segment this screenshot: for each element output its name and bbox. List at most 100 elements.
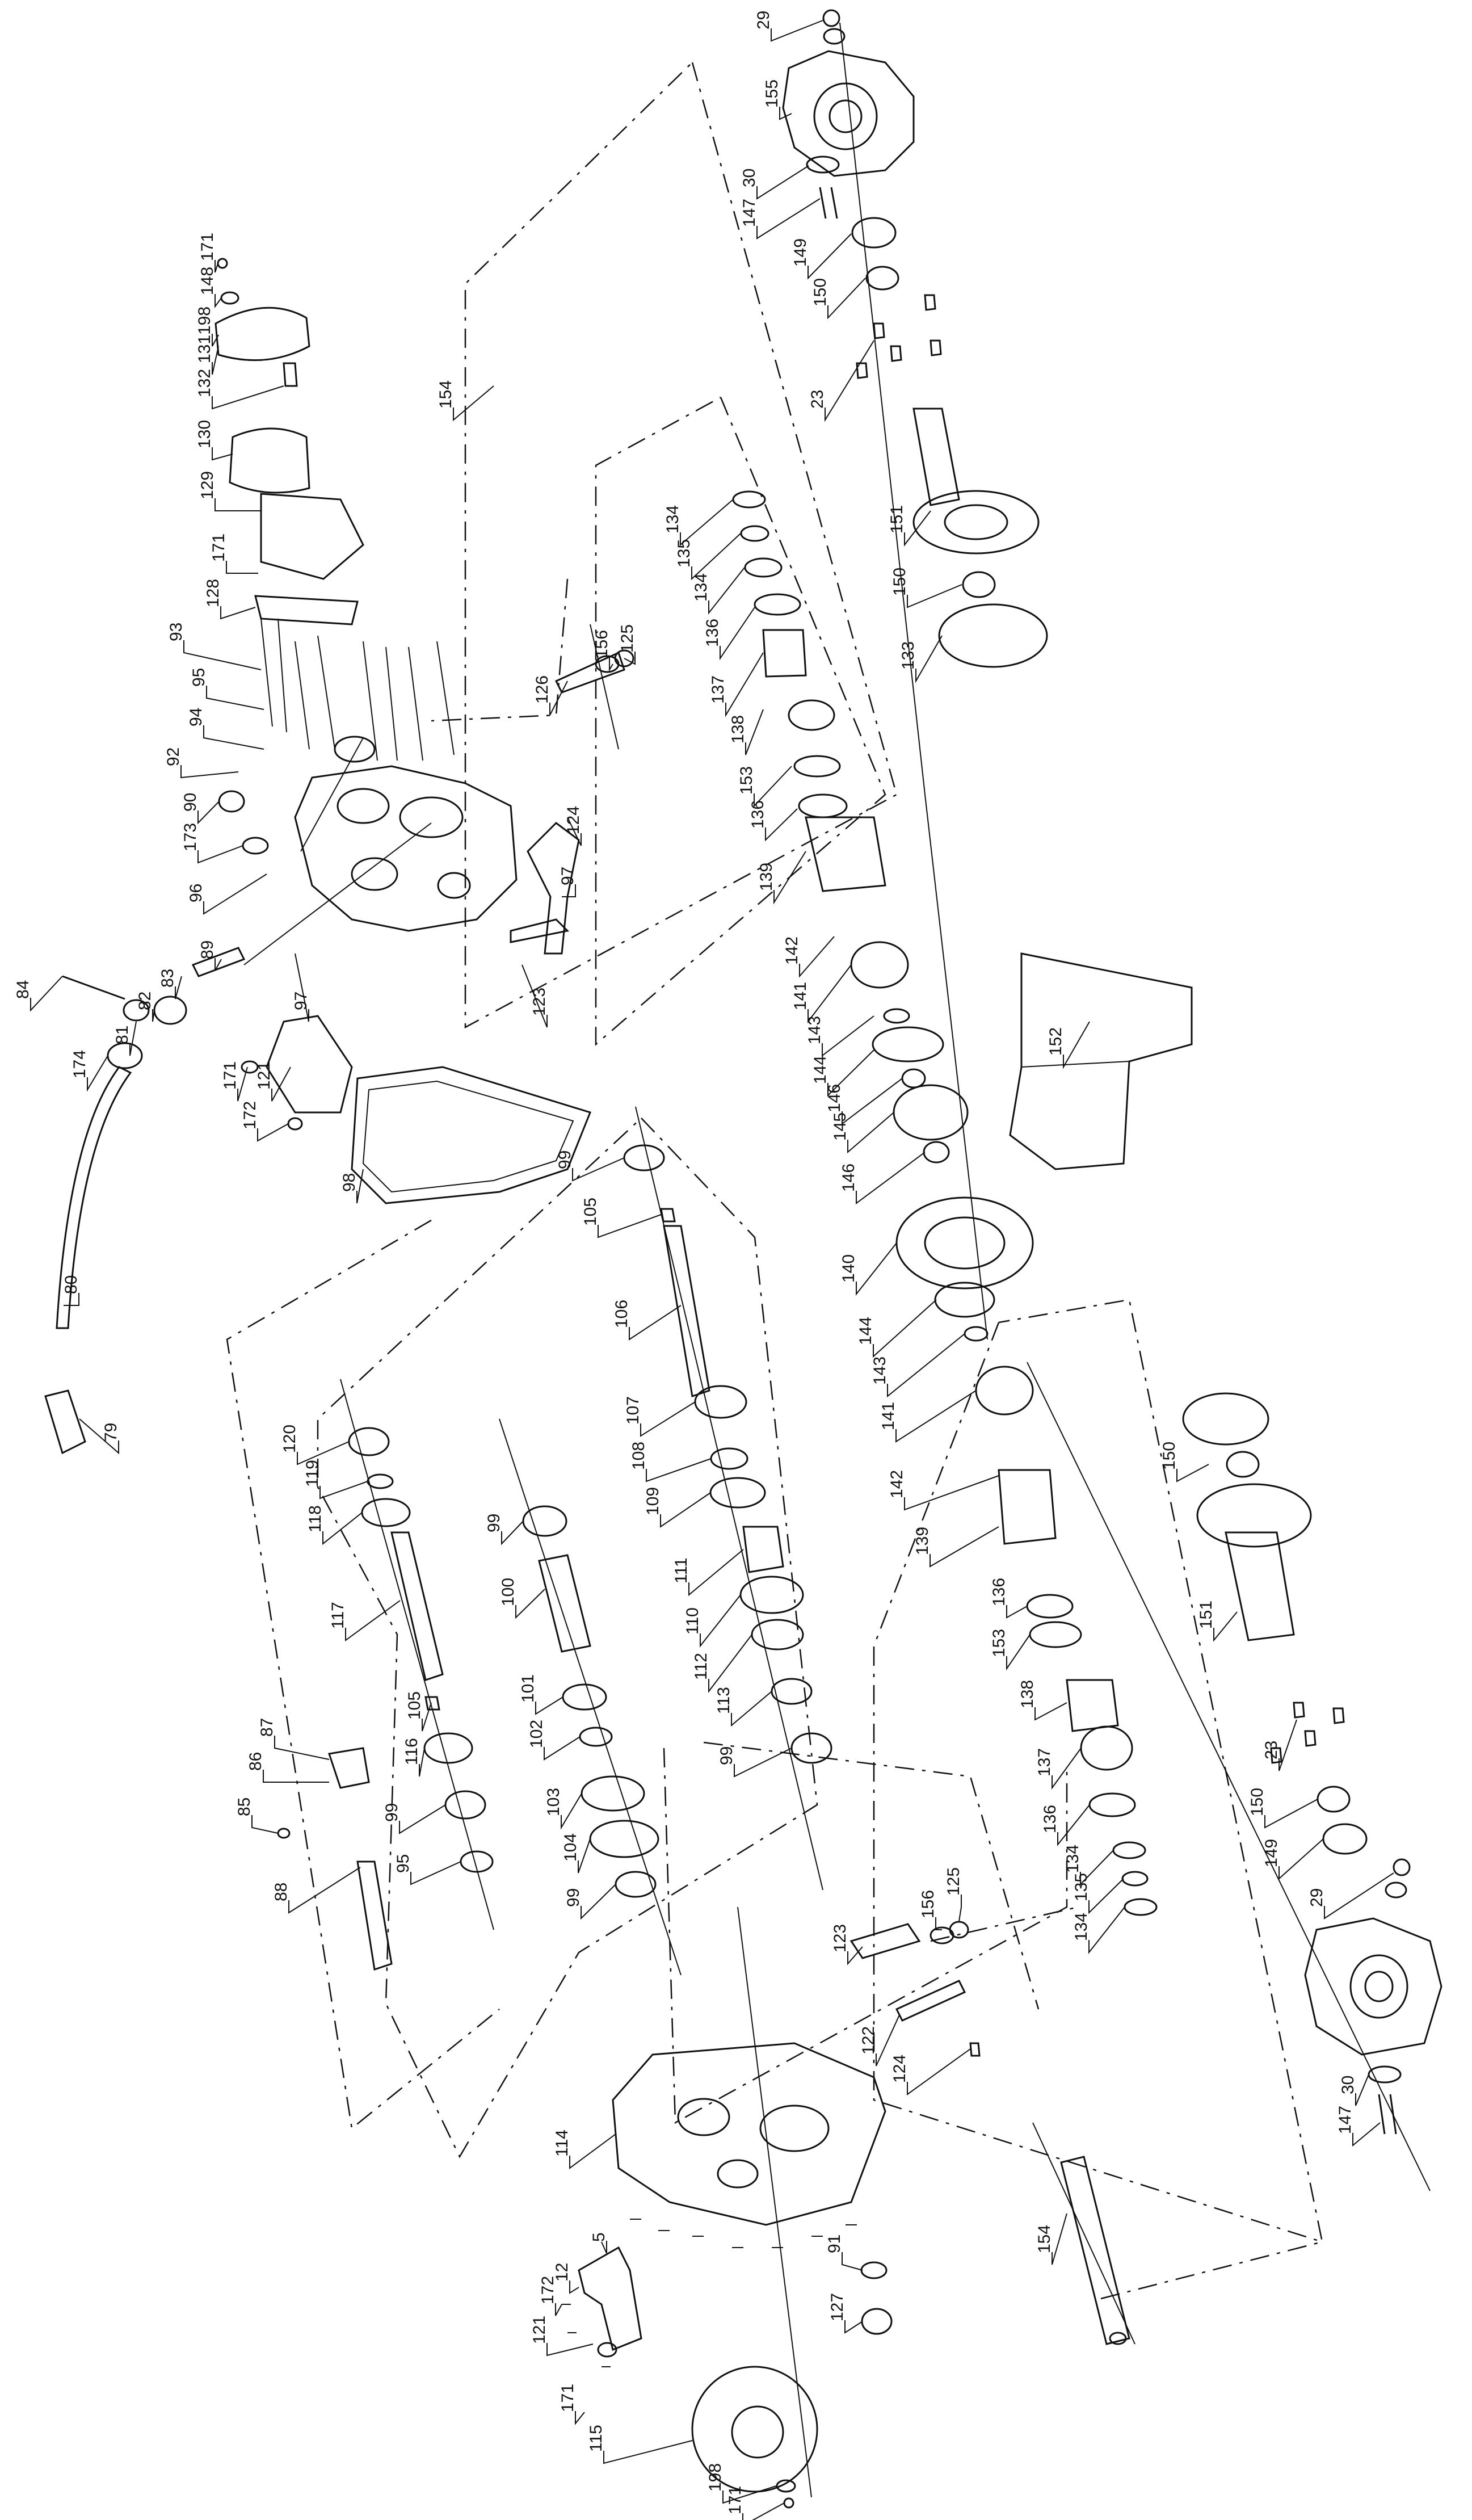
leader-line: [562, 884, 576, 897]
part-number-label: 150: [890, 568, 909, 596]
part-number-label: 92: [164, 747, 183, 766]
part-number-label: 151: [888, 505, 906, 534]
leader-line: [212, 334, 219, 347]
part-number-label: 29: [754, 11, 773, 30]
part-number-label: 171: [221, 1061, 239, 1090]
part-number-label: 140: [839, 1254, 858, 1283]
gasket-and-fork: [241, 1015, 591, 1204]
leader-line: [915, 635, 943, 683]
leader-line: [799, 936, 835, 978]
part-number-label: 146: [825, 1084, 844, 1112]
leader-line: [345, 1600, 401, 1641]
part-number-label: 105: [581, 1198, 600, 1226]
leader-line: [856, 1152, 926, 1204]
leader-line: [904, 1475, 999, 1511]
part-number-label: 148: [198, 267, 217, 295]
part-number-label: 98: [340, 1173, 359, 1192]
part-number-label: 95: [190, 668, 208, 687]
leader-line: [555, 2303, 562, 2316]
part-number-label: 136: [748, 800, 767, 829]
leader-line: [856, 1242, 897, 1296]
part-number-label: 82: [136, 992, 154, 1010]
leader-line: [958, 1895, 962, 1922]
part-number-label: 141: [791, 982, 810, 1010]
leader-line: [544, 1736, 581, 1761]
part-number-label: 119: [303, 1460, 322, 1487]
leader-line: [567, 817, 582, 846]
part-number-label: 171: [209, 534, 228, 562]
part-number-label: 29: [1307, 1888, 1326, 1907]
leader-line: [1006, 1605, 1028, 1619]
part-number-label: 83: [158, 969, 177, 988]
part-number-label: 135: [1072, 1873, 1091, 1901]
part-number-label: 198: [195, 306, 214, 335]
leader-line: [87, 1055, 108, 1092]
part-number-label: 113: [714, 1687, 733, 1714]
leader-line: [734, 1748, 792, 1778]
leader-line: [453, 385, 494, 422]
leader-line: [215, 958, 222, 971]
leader-line: [257, 1123, 289, 1142]
part-number-label: 155: [763, 79, 781, 108]
part-number-label: 173: [181, 823, 200, 851]
leader-line: [129, 1021, 137, 1056]
leader-line: [212, 346, 219, 375]
part-number-label: 171: [726, 2486, 745, 2514]
part-number-label: 150: [1248, 1788, 1267, 1816]
part-number-label: 99: [382, 1803, 401, 1822]
lower-sprocket-hub: [1182, 1392, 1442, 2135]
leader-line: [844, 2320, 863, 2334]
part-number-label: 149: [1262, 1839, 1281, 1867]
leader-line: [212, 447, 233, 461]
part-number-label: 124: [890, 2055, 909, 2083]
leader-line: [887, 1333, 965, 1398]
leader-line: [660, 1492, 711, 1528]
part-number-label: 116: [402, 1738, 421, 1765]
leader-line: [152, 1009, 155, 1022]
leader-line: [907, 2048, 971, 2095]
leader-line: [274, 1736, 330, 1760]
part-number-label: 130: [195, 420, 214, 448]
part-number-label: 105: [405, 1691, 424, 1720]
leader-line: [827, 1049, 874, 1097]
part-number-label: 153: [737, 766, 756, 795]
leader-line: [220, 606, 256, 620]
part-number-label: 87: [258, 1718, 276, 1737]
part-number-label: 135: [675, 539, 693, 568]
leader-line: [708, 567, 745, 615]
leader-line: [215, 294, 222, 309]
part-number-label: 128: [204, 579, 222, 607]
part-number-label: 147: [740, 199, 759, 227]
leader-line: [575, 2411, 585, 2425]
leader-line: [203, 725, 264, 750]
leader-line: [808, 964, 852, 1023]
part-number-label: 146: [839, 1164, 858, 1192]
part-number-label: 99: [564, 1888, 583, 1907]
part-number-label: 172: [539, 2276, 557, 2304]
leader-line: [873, 1299, 937, 1358]
upper-sprocket-hub: [782, 9, 1048, 668]
leader-line: [356, 1169, 364, 1204]
part-number-label: 85: [235, 1797, 254, 1816]
part-number-label: 90: [181, 793, 200, 812]
part-number-label: 171: [558, 2384, 577, 2412]
leader-line: [549, 681, 568, 716]
part-number-label: 86: [246, 1752, 265, 1771]
part-number-label: 93: [167, 623, 186, 641]
leader-line: [842, 2252, 863, 2271]
part-number-label: 138: [1018, 1680, 1037, 1708]
part-number-label: 109: [644, 1487, 662, 1515]
leader-line: [691, 533, 741, 581]
part-number-label: 79: [102, 1423, 120, 1442]
bracket-152: [1009, 952, 1193, 1170]
leader-line: [603, 2440, 693, 2464]
leader-line: [322, 1512, 363, 1545]
leader-line: [1052, 2213, 1067, 2265]
leader-line: [876, 2014, 900, 2067]
leader-line: [773, 851, 806, 905]
leader-line: [1034, 1702, 1067, 1721]
leader-line: [1213, 1611, 1238, 1642]
part-number-label: 94: [187, 708, 205, 726]
leader-line: [569, 2133, 616, 2169]
leader-line: [771, 20, 823, 42]
